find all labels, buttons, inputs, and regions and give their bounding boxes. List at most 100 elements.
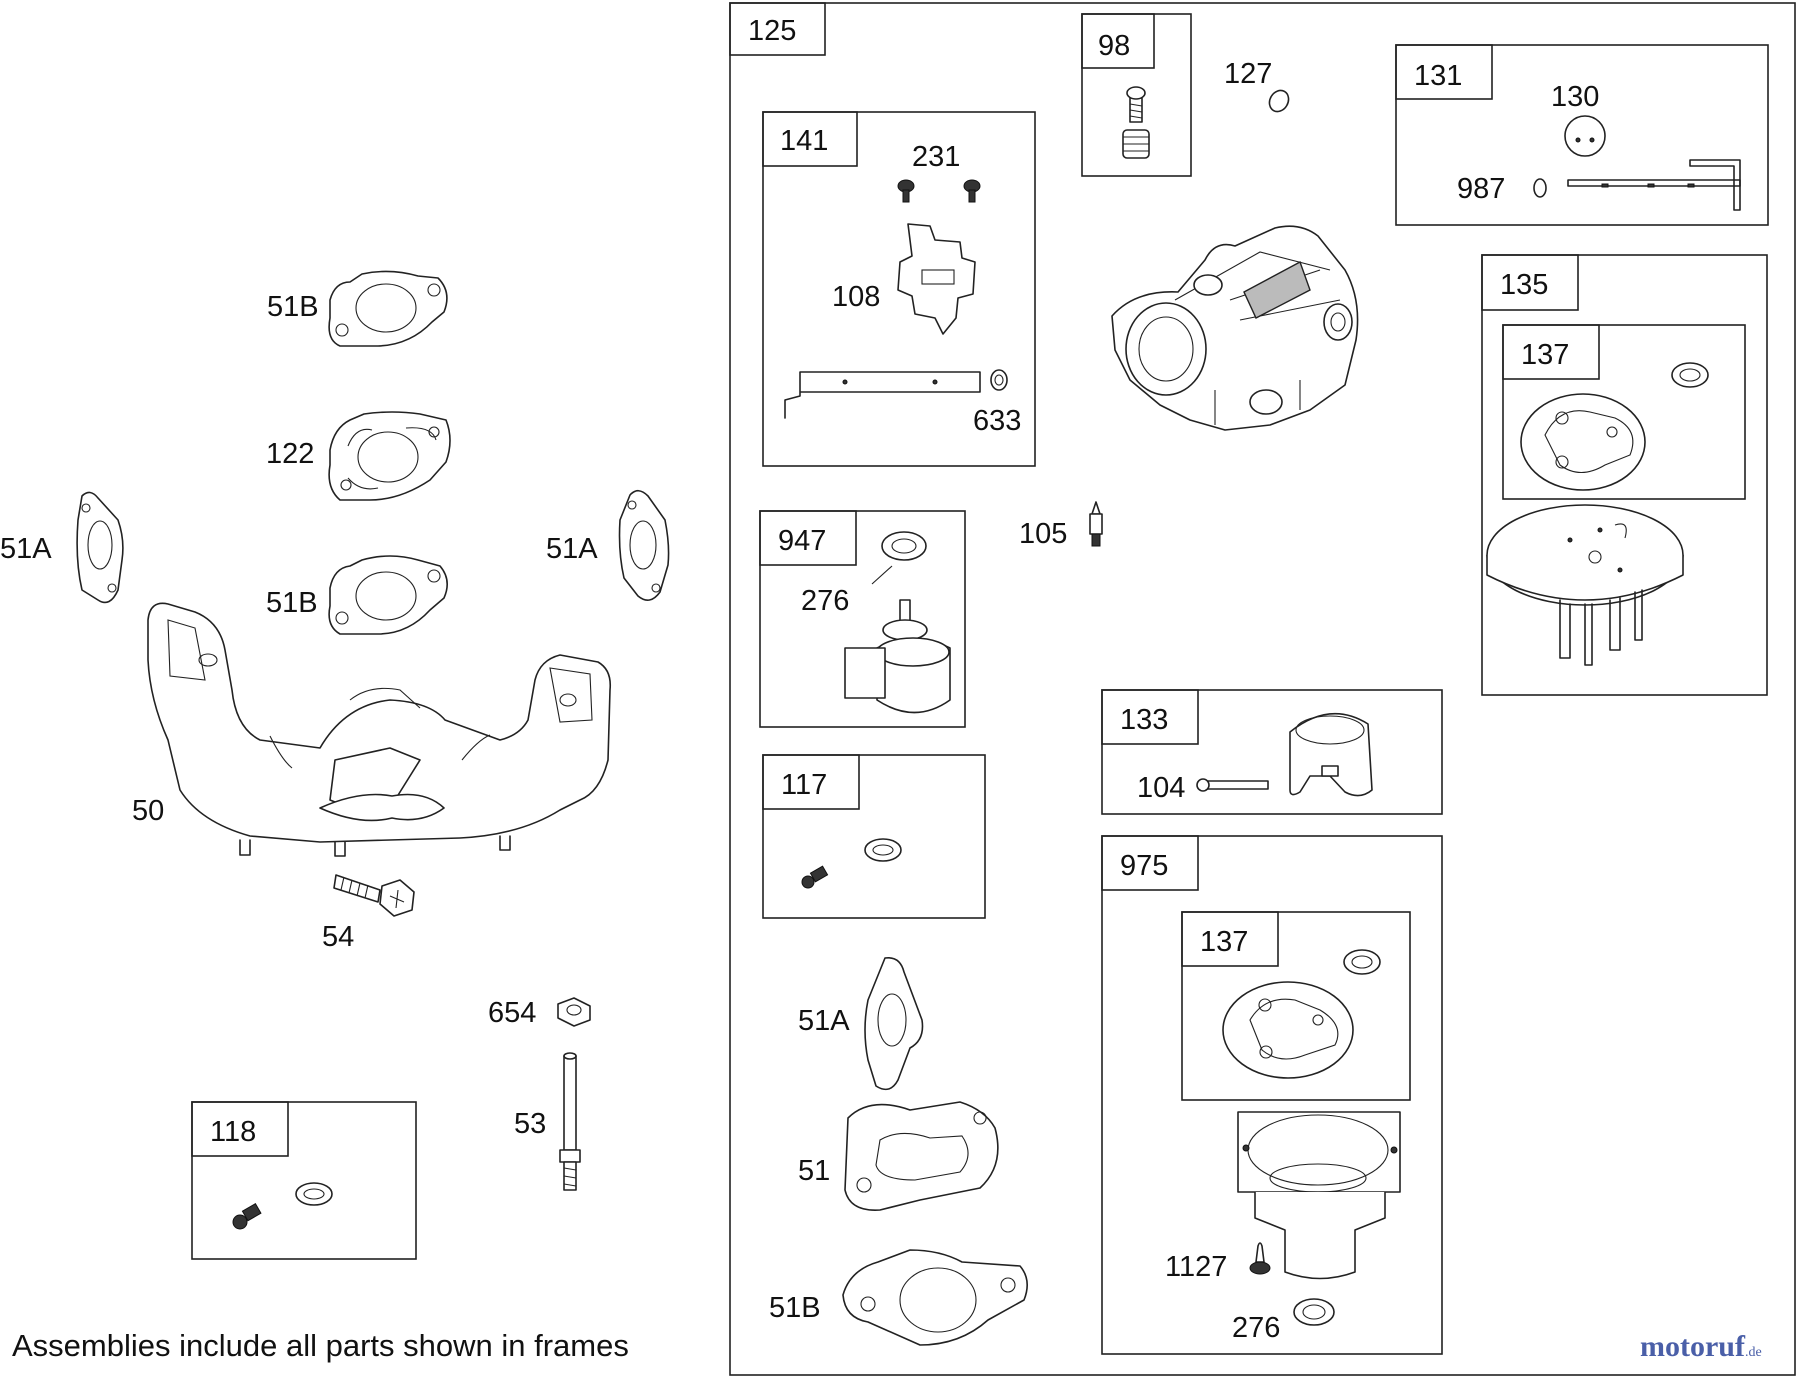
label-51B-lower: 51B [769, 1292, 821, 1324]
needle-105 [1089, 501, 1103, 547]
carburetor-body [1111, 225, 1359, 431]
label-135: 135 [1500, 269, 1548, 301]
label-987: 987 [1457, 173, 1505, 205]
nut-654 [557, 997, 591, 1027]
label-51B-mid: 51B [266, 587, 318, 619]
frame-141 [762, 111, 1036, 467]
label-108: 108 [832, 281, 880, 313]
screw-118 [232, 1202, 262, 1230]
label-51B-top: 51B [267, 291, 319, 323]
shaft-141 [784, 371, 981, 419]
label-54: 54 [322, 921, 354, 953]
seal-987 [1533, 178, 1547, 198]
screw-117 [801, 865, 829, 889]
oring-117 [864, 838, 902, 862]
frame-tab-141 [762, 111, 858, 167]
label-276-bottom: 276 [1232, 1312, 1280, 1344]
frame-tab-947 [759, 510, 857, 566]
gasket-51B-lower [842, 1249, 1028, 1346]
label-125: 125 [748, 15, 796, 47]
label-51A-lower: 51A [798, 1005, 850, 1037]
label-117: 117 [781, 769, 827, 801]
screw-1127 [1249, 1242, 1271, 1275]
gasket-51A-left [76, 491, 124, 604]
plate-108 [897, 223, 976, 335]
frame-tab-137-top [1502, 324, 1600, 380]
float-133 [1289, 712, 1373, 797]
label-231: 231 [912, 141, 960, 173]
frame-tab-133 [1101, 689, 1199, 745]
label-276-top: 276 [801, 585, 849, 617]
frame-125 [729, 2, 1796, 1376]
frame-tab-975 [1101, 835, 1199, 891]
label-137-bottom: 137 [1200, 926, 1248, 958]
frame-tab-125 [729, 2, 826, 56]
label-122: 122 [266, 438, 314, 470]
float-bowl-135 [1486, 504, 1684, 666]
label-133: 133 [1120, 704, 1168, 736]
watermark-main: motoruf [1640, 1330, 1745, 1363]
frame-tab-135 [1481, 254, 1579, 311]
seal-137-bottom [1343, 949, 1381, 975]
label-1127: 1127 [1165, 1251, 1227, 1283]
label-53: 53 [514, 1108, 546, 1140]
label-98: 98 [1098, 30, 1130, 62]
solenoid-947 [844, 599, 951, 714]
frame-tab-118 [191, 1101, 289, 1157]
float-bowl-975 [1237, 1111, 1401, 1280]
pin-104 [1196, 778, 1269, 792]
label-51A-left: 51A [0, 533, 52, 565]
frame-118 [191, 1101, 417, 1260]
frame-tab-98 [1081, 13, 1155, 69]
oring-118 [295, 1182, 333, 1206]
frame-135 [1481, 254, 1768, 696]
label-947: 947 [778, 525, 826, 557]
frame-137-top [1502, 324, 1746, 500]
oring-127 [1268, 89, 1290, 113]
heat-shield-122 [328, 411, 451, 501]
label-131: 131 [1414, 60, 1462, 92]
frame-tab-117 [762, 754, 860, 810]
plate-108-slot [921, 269, 955, 285]
label-975: 975 [1120, 850, 1168, 882]
stud-53 [559, 1052, 581, 1191]
frame-947 [759, 510, 966, 728]
watermark: motoruf.de [1640, 1330, 1762, 1364]
frame-tab-137-bottom [1181, 911, 1279, 967]
label-127: 127 [1224, 58, 1272, 90]
screws-231 [897, 179, 981, 203]
gasket-137-bottom [1222, 981, 1354, 1079]
bolt-54 [333, 874, 415, 917]
frame-tab-131 [1395, 44, 1493, 100]
label-51A-right: 51A [546, 533, 598, 565]
gasket-51A-right [618, 489, 670, 601]
label-137-top: 137 [1521, 339, 1569, 371]
label-130: 130 [1551, 81, 1599, 113]
assemblies-footnote: Assemblies include all parts shown in fr… [12, 1328, 629, 1363]
frame-133 [1101, 689, 1443, 815]
gasket-51A-lower [864, 956, 924, 1091]
label-50: 50 [132, 795, 164, 827]
label-104: 104 [1137, 772, 1185, 804]
gasket-51 [844, 1101, 999, 1211]
gasket-51B-mid [328, 555, 448, 635]
disc-130 [1564, 115, 1606, 157]
exhaust-manifold-50 [147, 602, 612, 857]
label-141: 141 [780, 125, 828, 157]
screw-spring-98 [1122, 86, 1150, 159]
label-654: 654 [488, 997, 536, 1029]
frame-131 [1395, 44, 1769, 226]
label-51: 51 [798, 1155, 830, 1187]
frame-975 [1101, 835, 1443, 1355]
seal-137-top [1671, 362, 1709, 388]
label-105: 105 [1019, 518, 1067, 550]
gasket-51B-top [328, 270, 448, 347]
seal-633 [990, 369, 1008, 391]
seal-276-bottom [1293, 1298, 1335, 1326]
seal-276-top [881, 531, 927, 561]
watermark-suffix: .de [1744, 1345, 1762, 1360]
label-118: 118 [210, 1116, 256, 1148]
frame-117 [762, 754, 986, 919]
label-633: 633 [973, 405, 1021, 437]
